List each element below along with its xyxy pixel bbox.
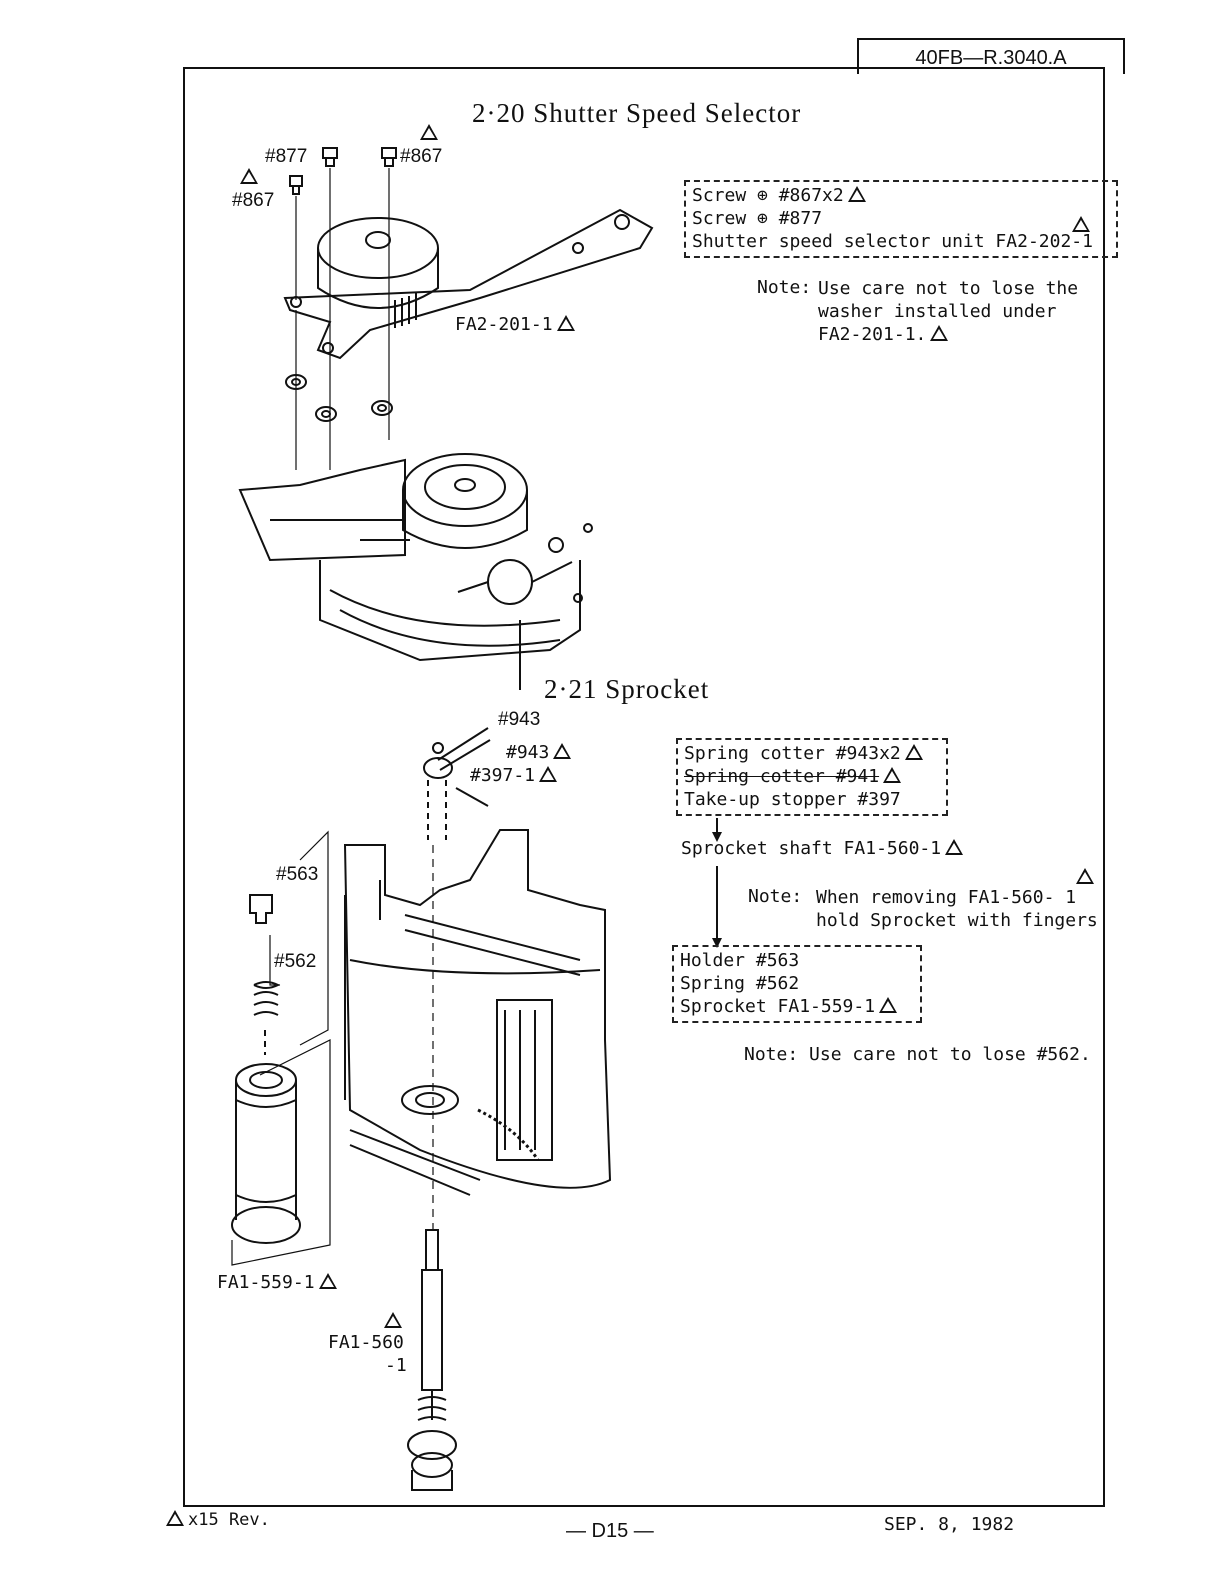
revision-mark-icon [236,168,258,187]
revision-mark-icon [318,1273,337,1289]
sprocket-shaft-line: Sprocket shaft FA1-560-1 [681,838,964,859]
label-screw-867-top: #867 [400,146,443,167]
sprocket-shaft-icon [407,1229,457,1491]
page-number: — D15 — [566,1520,654,1542]
label-cotter-943-a: #943 [498,709,541,730]
parts-box-shutter: Screw ⊕ #867x2 Screw ⊕ #877 Shutter spee… [684,180,1118,258]
parts-box-sprocket: Holder #563 Spring #562 Sprocket FA1-559… [672,945,922,1023]
revision-mark-icon [539,766,558,782]
page-frame [183,67,1105,1507]
revision-mark-icon [883,767,902,783]
parts-line: Spring #562 [680,973,800,994]
revision-mark-icon [416,124,438,143]
note-sprocket-removal: When removing FA1-560- 1 hold Sprocket w… [816,887,1098,931]
section-20-title: 2·20 Shutter Speed Selector [472,98,802,128]
revision-mark-icon [556,315,575,331]
spring-cotter-icon [423,727,491,840]
parts-line: Holder #563 [680,950,800,971]
label-spring-562: #562 [274,951,317,972]
note-shutter: Use care not to lose the washer installe… [818,278,1079,345]
revision-mark-icon [879,997,898,1013]
revision-mark-icon [380,1312,402,1331]
selector-plate-icon [283,208,654,360]
note-label: Note: [757,277,812,298]
parts-box-cotter: Spring cotter #943x2 Spring cotter #941 … [676,738,948,816]
revision-mark-icon [930,325,949,341]
selector-dial-icon [317,217,439,328]
revision-mark-icon [1072,868,1094,887]
note-label: Note: [748,886,803,907]
revision-mark-icon [1072,216,1090,232]
leader-lines [295,168,390,470]
label-holder-563: #563 [276,864,319,885]
document-date: SEP. 8, 1982 [884,1514,1015,1535]
camera-body-top-icon [238,453,593,690]
sprocket-icon [231,1039,331,1266]
label-shaft-560-a: FA1-560 [328,1332,404,1353]
washer-icon [285,374,393,422]
parts-line: Screw ⊕ #877 [692,208,823,229]
film-chamber-icon [343,829,612,1230]
revision-mark-icon [847,186,866,202]
section-21-title: 2·21 Sprocket [544,674,710,704]
spring-icon [253,981,281,1055]
label-stopper-397: #397-1 [470,765,558,786]
revision-mark-icon [166,1510,184,1526]
label-cotter-943-b: #943 [506,742,572,763]
note-spring: Note: Use care not to lose #562. [744,1044,1091,1065]
parts-line: Take-up stopper #397 [684,789,901,810]
revision-mark-icon [553,743,572,759]
revision-mark-icon [945,839,964,855]
label-screw-877: #877 [265,146,308,167]
label-screw-867-left: #867 [232,190,275,211]
screw-icon [289,147,397,195]
label-sprocket-559: FA1-559-1 [217,1272,337,1293]
label-shaft-560-b: -1 [385,1355,407,1376]
label-fa2-201-1: FA2-201-1 [455,314,575,335]
revision-count: x15 Rev. [166,1510,270,1530]
revision-mark-icon [904,744,923,760]
